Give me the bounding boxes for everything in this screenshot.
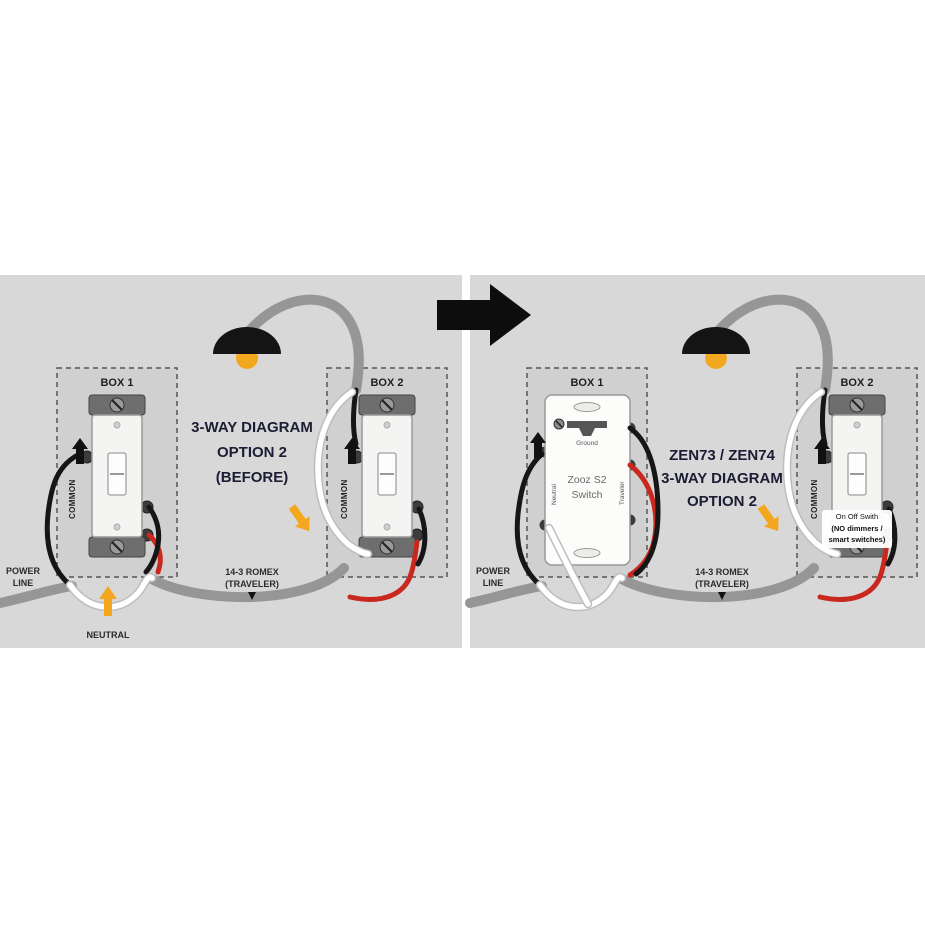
after-panel: Ground Zooz S2 Switch Neutral Traveler bbox=[465, 294, 918, 612]
lamp-cable bbox=[714, 294, 833, 395]
neutral-label: NEUTRAL bbox=[87, 630, 130, 640]
neutral-arrow-icon bbox=[99, 586, 117, 616]
black-traveler-wire bbox=[143, 504, 162, 575]
common-label-sw2: COMMON bbox=[810, 479, 819, 519]
red-traveler-wire bbox=[146, 532, 163, 575]
box1-label: BOX 1 bbox=[100, 377, 133, 389]
white-lamp-neutral-wire bbox=[315, 389, 371, 557]
switch-note-line3: smart switches) bbox=[829, 535, 886, 544]
box2-label: BOX 2 bbox=[840, 377, 873, 389]
black-traveler-wire bbox=[627, 425, 661, 577]
before-panel: BOX 1 BOX 2 3-WAY DIAGRAM OPTION 2 (BEFO… bbox=[0, 294, 448, 640]
transition-arrow-icon bbox=[437, 284, 531, 346]
switch-1 bbox=[80, 394, 154, 558]
air-gap-button bbox=[573, 548, 601, 558]
lamp-cable bbox=[245, 294, 364, 395]
romex-label-1: 14-3 ROMEX bbox=[225, 567, 279, 577]
romex-label-2: (TRAVELER) bbox=[225, 579, 279, 589]
romex-label-2: (TRAVELER) bbox=[695, 579, 749, 589]
zooz-s2-switch: Ground Zooz S2 Switch Neutral Traveler bbox=[539, 394, 636, 566]
before-title-line3: (BEFORE) bbox=[216, 469, 289, 486]
paddle-button bbox=[573, 402, 601, 412]
black-lamp-wire bbox=[819, 387, 828, 447]
common-label-sw2: COMMON bbox=[340, 479, 349, 519]
power-line-label-2: LINE bbox=[483, 578, 504, 588]
after-title-line2: 3-WAY DIAGRAM bbox=[661, 470, 783, 487]
power-line-label-1: POWER bbox=[6, 566, 41, 576]
romex-pointer-icon bbox=[248, 592, 256, 600]
white-neutral-wires bbox=[535, 387, 842, 612]
before-title-line2: OPTION 2 bbox=[217, 444, 287, 461]
box1-label: BOX 1 bbox=[570, 377, 603, 389]
white-neutral-wire bbox=[67, 574, 155, 610]
box2-label: BOX 2 bbox=[370, 377, 403, 389]
red-traveler-wire bbox=[817, 539, 890, 602]
zooz-ground-label: Ground bbox=[576, 440, 598, 447]
switch-note-line1: On Off Swith bbox=[836, 512, 878, 521]
power-line-label-1: POWER bbox=[476, 566, 511, 576]
before-title-line1: 3-WAY DIAGRAM bbox=[191, 419, 313, 436]
zooz-name-line2: Switch bbox=[572, 489, 603, 501]
white-zooz-neutral-wire bbox=[546, 525, 591, 607]
power-line-label-2: LINE bbox=[13, 578, 34, 588]
black-lamp-wire bbox=[350, 387, 359, 447]
zooz-body bbox=[544, 394, 631, 566]
after-title-line1: ZEN73 / ZEN74 bbox=[669, 447, 776, 464]
power-line-cable bbox=[0, 581, 77, 608]
switch-note-line2: (NO dimmers / bbox=[831, 524, 883, 533]
romex-traveler-cable bbox=[145, 563, 349, 603]
black-hot-wire bbox=[514, 451, 545, 588]
white-neutral-wire bbox=[537, 574, 625, 610]
black-hot-wire bbox=[44, 453, 79, 588]
switch-note-background bbox=[822, 510, 892, 548]
romex-traveler-cable bbox=[615, 563, 819, 603]
zooz-name-line1: Zooz S2 bbox=[567, 474, 606, 486]
switch-2 bbox=[350, 394, 424, 558]
white-lamp-neutral-wire bbox=[784, 389, 840, 557]
panel-divider bbox=[462, 275, 470, 648]
black-traveler-wire bbox=[415, 506, 428, 567]
screw-slot bbox=[555, 420, 563, 428]
ground-yoke bbox=[567, 421, 607, 428]
zooz-neutral-label: Neutral bbox=[551, 483, 558, 505]
zooz-traveler-label: Traveler bbox=[619, 481, 626, 505]
common-label-sw1: COMMON bbox=[68, 479, 77, 519]
power-line-cable bbox=[465, 581, 547, 608]
white-neutral-wires bbox=[65, 387, 373, 612]
romex-label-1: 14-3 ROMEX bbox=[695, 567, 749, 577]
red-traveler-wire bbox=[347, 539, 420, 602]
after-title-line3: OPTION 2 bbox=[687, 493, 757, 510]
romex-pointer-icon bbox=[718, 592, 726, 600]
ground-tab bbox=[579, 428, 595, 436]
